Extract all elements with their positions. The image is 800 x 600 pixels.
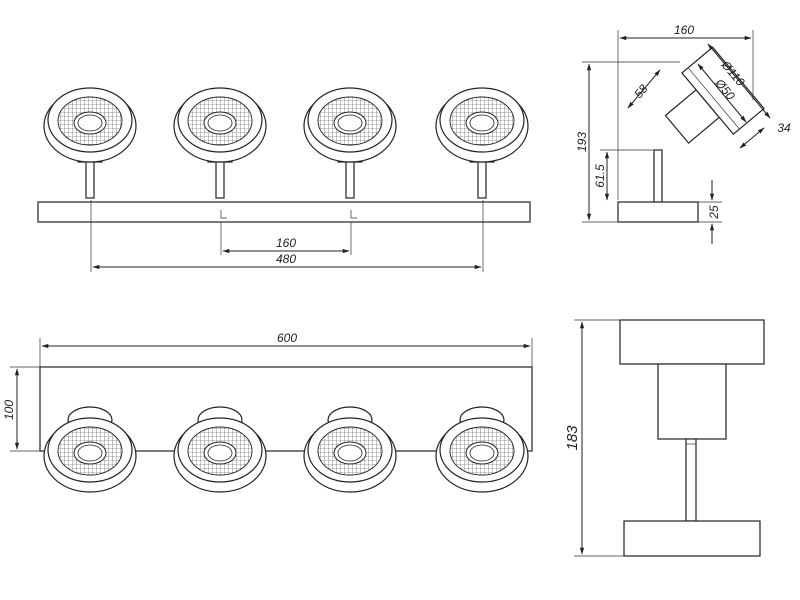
end-height-label: 183 (564, 425, 581, 451)
side-height-label: 193 (575, 132, 589, 152)
base-height-label: 25 (707, 205, 721, 220)
end-base (623, 520, 761, 557)
end-lamp-head (619, 319, 765, 365)
spotlight (173, 87, 267, 199)
front-spotlights (43, 87, 529, 199)
front-spacing-dimension: 160 (220, 222, 352, 255)
spotlight (43, 406, 137, 493)
side-base (617, 201, 699, 223)
top-spotlights (43, 406, 529, 493)
spotlight (303, 406, 397, 493)
spotlight (435, 87, 529, 199)
head-depth-label: 34 (777, 121, 791, 135)
side-view: 160 193 61.5 25 Ø110 Ø50 34 58 (575, 23, 791, 244)
spotlight (173, 406, 267, 493)
front-view: 160 480 (37, 87, 531, 272)
spotlight (435, 406, 529, 493)
end-view: 183 (564, 319, 765, 557)
stem-height-label: 61.5 (593, 164, 607, 188)
front-spacing-label: 160 (276, 236, 296, 250)
top-view: 600 100 (2, 331, 533, 493)
side-head (664, 46, 765, 144)
front-mounting-bar (37, 201, 531, 223)
top-length-label: 600 (277, 331, 297, 345)
front-span-dimension: 480 (90, 200, 484, 272)
spotlight (43, 87, 137, 199)
side-stem (653, 149, 663, 203)
end-lamp-body (657, 363, 727, 440)
end-stem (685, 438, 697, 522)
side-width-label: 160 (674, 23, 694, 37)
spotlight (303, 87, 397, 199)
top-width-label: 100 (2, 400, 16, 420)
front-span-label: 480 (276, 252, 296, 266)
